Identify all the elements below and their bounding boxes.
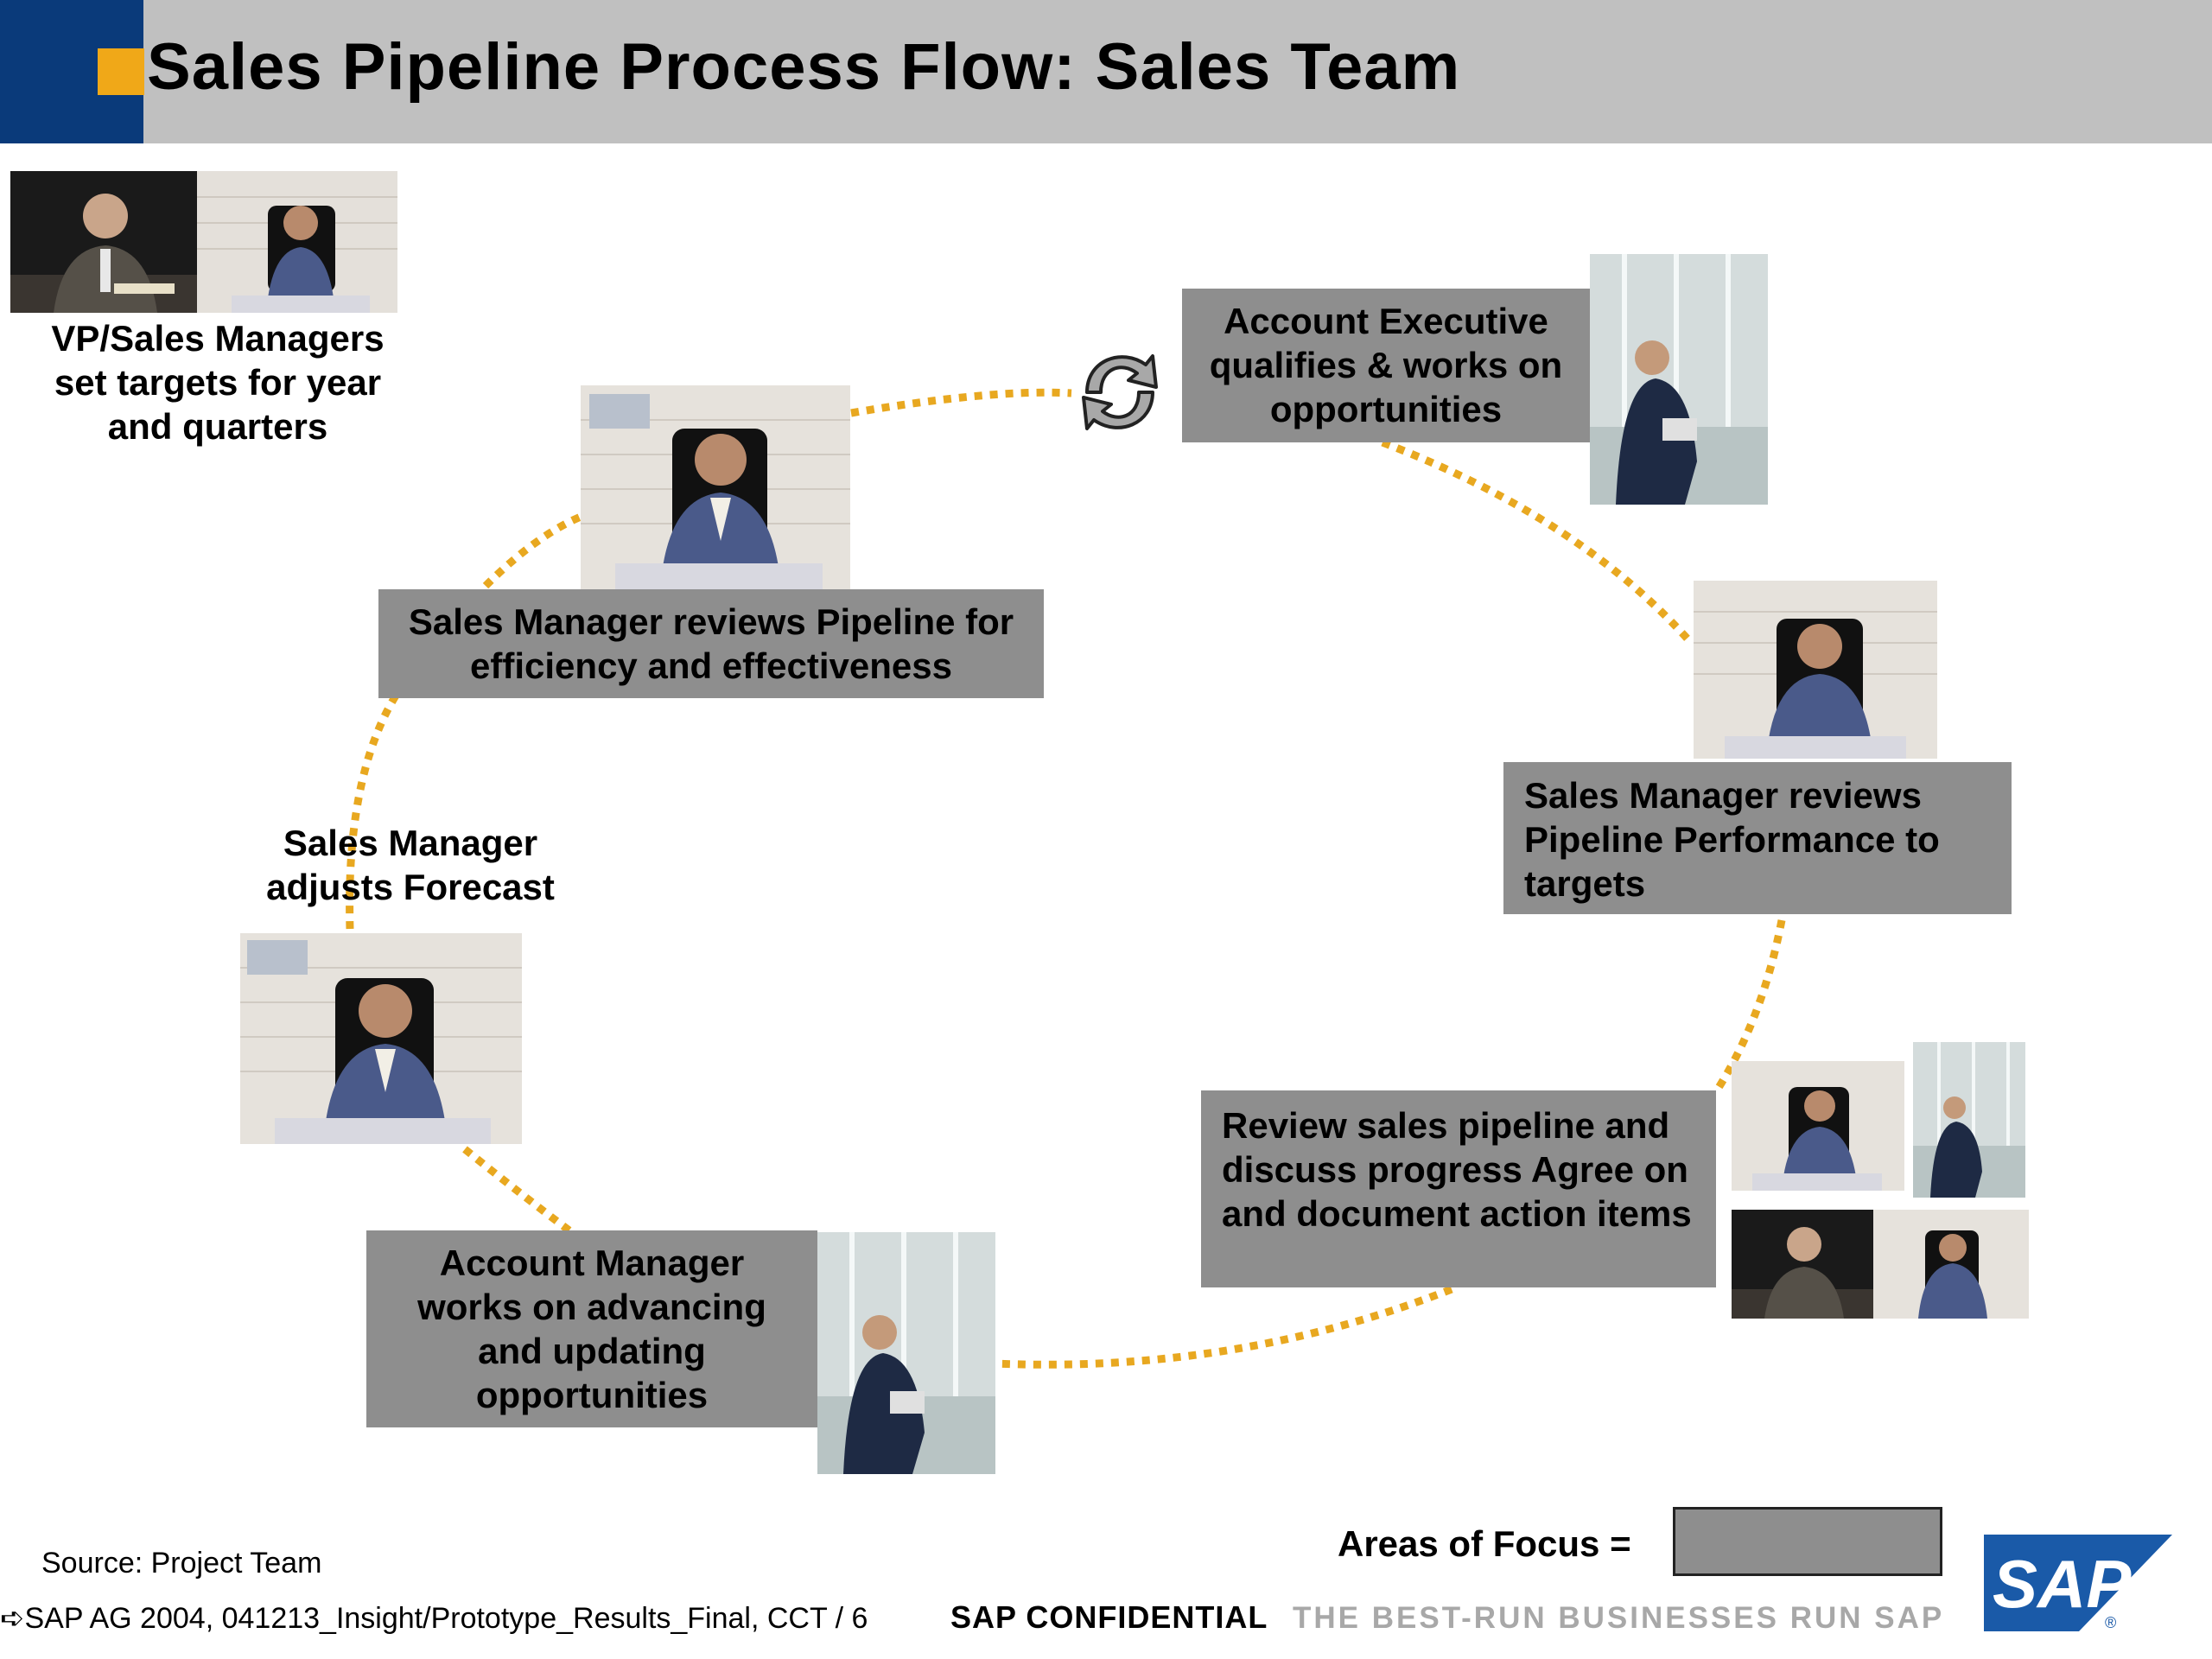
areas-of-focus-swatch [1673, 1507, 1942, 1576]
flow-segment-left-upper [346, 693, 399, 930]
photo-sales-manager-small [197, 171, 397, 313]
sap-logo-text: SAP [1993, 1546, 2132, 1622]
photo-account-executive-2 [817, 1232, 995, 1474]
box-review-sales-pipeline: Review sales pipeline and discuss progre… [1201, 1090, 1716, 1287]
photo-group-account-executive [1913, 1042, 2025, 1198]
photo-group-sales-manager [1732, 1061, 1904, 1191]
box-sales-manager-efficiency: Sales Manager reviews Pipeline for effic… [378, 589, 1044, 698]
box-account-executive: Account Executive qualifies & works on o… [1182, 289, 1590, 442]
box-sales-manager-performance: Sales Manager reviews Pipeline Performan… [1503, 762, 2012, 914]
footer-copyright-text: SAP AG 2004, 041213_Insight/Prototype_Re… [24, 1602, 868, 1635]
flow-segment-right-lower [1712, 919, 1786, 1096]
header-bar [0, 0, 2212, 143]
flow-segment-left-lower [462, 1146, 573, 1235]
photo-executive-phone [10, 171, 197, 313]
label-vp-sales-managers: VP/Sales Managers set targets for year a… [51, 318, 385, 447]
header-accent-square [98, 48, 144, 95]
label-adjust-forecast: Sales Manager adjusts Forecast [266, 823, 555, 907]
cycle-arrows-icon [1082, 354, 1158, 430]
flow-segment-left-top [482, 512, 582, 589]
box-account-manager: Account Manager works on advancing and u… [366, 1230, 817, 1427]
photo-account-executive-1 [1590, 254, 1768, 505]
footer-source: Source: Project Team [41, 1547, 322, 1580]
footer-tagline: THE BEST-RUN BUSINESSES RUN SAP [1293, 1601, 1945, 1635]
copyright-icon: ➪ [0, 1602, 25, 1635]
photo-sales-manager-2 [1694, 581, 1937, 759]
areas-of-focus-label: Areas of Focus = [1338, 1523, 1631, 1564]
sap-logo: SAP ® [1984, 1535, 2172, 1631]
photo-group-executive-phone [1732, 1210, 1873, 1319]
footer-copyright: ➪SAP AG 2004, 041213_Insight/Prototype_R… [0, 1601, 868, 1636]
page-title: Sales Pipeline Process Flow: Sales Team [147, 30, 1461, 104]
footer-confidential: SAP CONFIDENTIAL [950, 1599, 1268, 1635]
flow-segment-right-upper [1381, 438, 1695, 646]
photo-sales-manager-1 [581, 385, 850, 589]
photo-sales-manager-3 [240, 933, 522, 1144]
flow-segment-top-left [850, 388, 1072, 417]
photo-group-sales-manager-2 [1873, 1210, 2029, 1319]
sap-registered-mark: ® [2105, 1614, 2116, 1631]
flow-segment-bottom [993, 1285, 1453, 1369]
